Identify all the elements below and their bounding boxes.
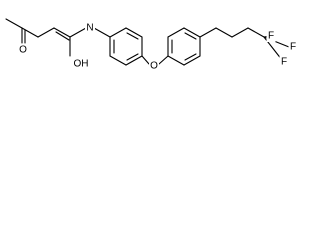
amide-hydroxyl-label: OH <box>74 59 89 70</box>
ring1-bond-4 <box>125 55 143 66</box>
ring1-bond-5 <box>109 55 127 66</box>
bond-cf3-f-top <box>215 27 233 38</box>
bond-amide-c-n <box>53 27 71 38</box>
bond-n-ch2 <box>69 27 87 38</box>
bond-ch2-ring1 <box>93 27 111 38</box>
fluorine-bottom-label: F <box>281 57 287 68</box>
bond-ring2-cf3 <box>199 27 217 38</box>
bond-ring1-ether-o <box>141 55 150 65</box>
ring2-inner-3 <box>184 53 197 61</box>
fluorine-top-label: F <box>268 31 274 42</box>
ether-oxygen-label: O <box>150 61 158 72</box>
ring1-inner-2 <box>126 53 139 61</box>
bond-lines <box>5 18 290 66</box>
bond-amide-c-n-second <box>55 31 70 41</box>
ring2-bond-2 <box>167 27 185 38</box>
ring1-bond-1 <box>109 27 127 38</box>
ring1-bond-2 <box>125 27 143 38</box>
ketone-oxygen-label: O <box>19 45 27 56</box>
ring1-inner-1 <box>126 32 139 40</box>
bond-cf3-f-right <box>231 27 249 38</box>
ketone-oxygen-atom: O <box>18 44 28 56</box>
fluorine-right-atom: F <box>288 41 298 53</box>
fluorine-top-atom: F <box>266 30 276 42</box>
ring2-bond-5 <box>183 55 201 66</box>
amide-nitrogen-atom: N <box>85 22 95 34</box>
ring2-bond-6 <box>167 55 185 66</box>
bond-ether-o-ring2 <box>158 55 169 65</box>
bond-carbonyl-ch2 <box>21 27 39 38</box>
ring2-inner-2 <box>184 32 197 40</box>
ring2-bond-3 <box>183 27 201 38</box>
chemical-structure-diagram: O N OH O F F F <box>5 18 298 72</box>
bond-methyl-carbonyl <box>5 18 23 29</box>
bond-cf3-f-bottom <box>247 27 265 38</box>
amide-hydroxyl-atom: OH <box>72 58 90 70</box>
bond-ch2-amide-c <box>37 27 55 38</box>
fluorine-right-label: F <box>290 42 296 53</box>
fluorine-bottom-atom: F <box>279 56 289 68</box>
atom-labels: O N OH O F F F <box>18 22 298 72</box>
ether-oxygen-atom: O <box>149 60 159 72</box>
amide-nitrogen-label: N <box>86 23 93 34</box>
